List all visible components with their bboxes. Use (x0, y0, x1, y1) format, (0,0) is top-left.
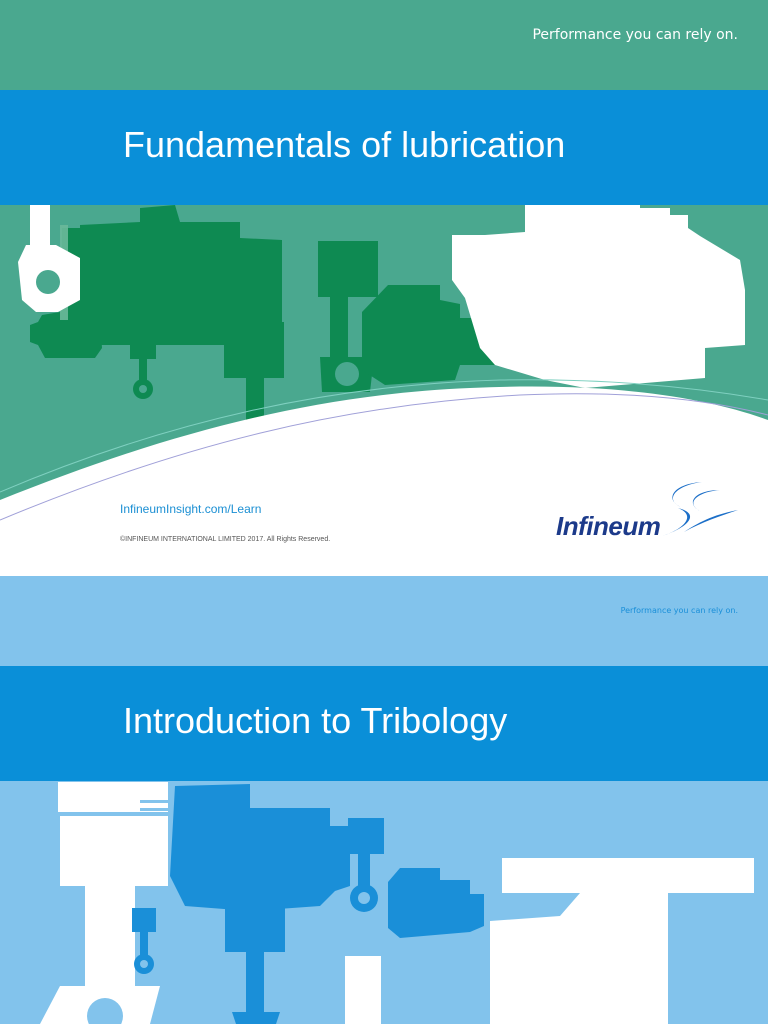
learn-link[interactable]: InfineumInsight.com/Learn (120, 502, 262, 516)
page-title: Fundamentals of lubrication (123, 124, 566, 165)
company-logo: Infineum (552, 478, 742, 548)
logo-wordmark: Infineum (556, 511, 661, 541)
wave-line (0, 379, 768, 493)
slide-fundamentals: Performance you can rely on. (0, 0, 768, 576)
engine-block-icon (170, 784, 350, 911)
slide-tribology: Performance you can rely on. Introductio… (0, 576, 768, 1024)
small-engine-icon (30, 306, 102, 358)
piston-medium-icon (225, 896, 285, 1024)
compact-engine-icon (362, 285, 495, 385)
swirl-icon (662, 482, 738, 536)
engine-large-icon (345, 858, 754, 1024)
title-band: Fundamentals of lubrication (0, 90, 768, 205)
engine-illustration (40, 782, 754, 1024)
piston-small-icon (132, 908, 156, 974)
copyright-text: ©INFINEUM INTERNATIONAL LIMITED 2017. Al… (120, 536, 331, 543)
wave-shape (0, 386, 768, 576)
piston-small-icon (130, 335, 156, 399)
piston-right-icon (348, 818, 384, 912)
tagline: Performance you can rely on. (620, 606, 738, 615)
piston-ring-lines (140, 800, 168, 811)
wave-line (0, 393, 768, 521)
compact-engine-icon (388, 868, 484, 938)
piston-right-icon (318, 241, 378, 392)
page-title: Introduction to Tribology (123, 700, 508, 741)
title-band: Introduction to Tribology (0, 666, 768, 781)
piston-large-icon (40, 782, 168, 1024)
engine-large-icon (452, 188, 745, 388)
tagline: Performance you can rely on. (532, 27, 738, 43)
